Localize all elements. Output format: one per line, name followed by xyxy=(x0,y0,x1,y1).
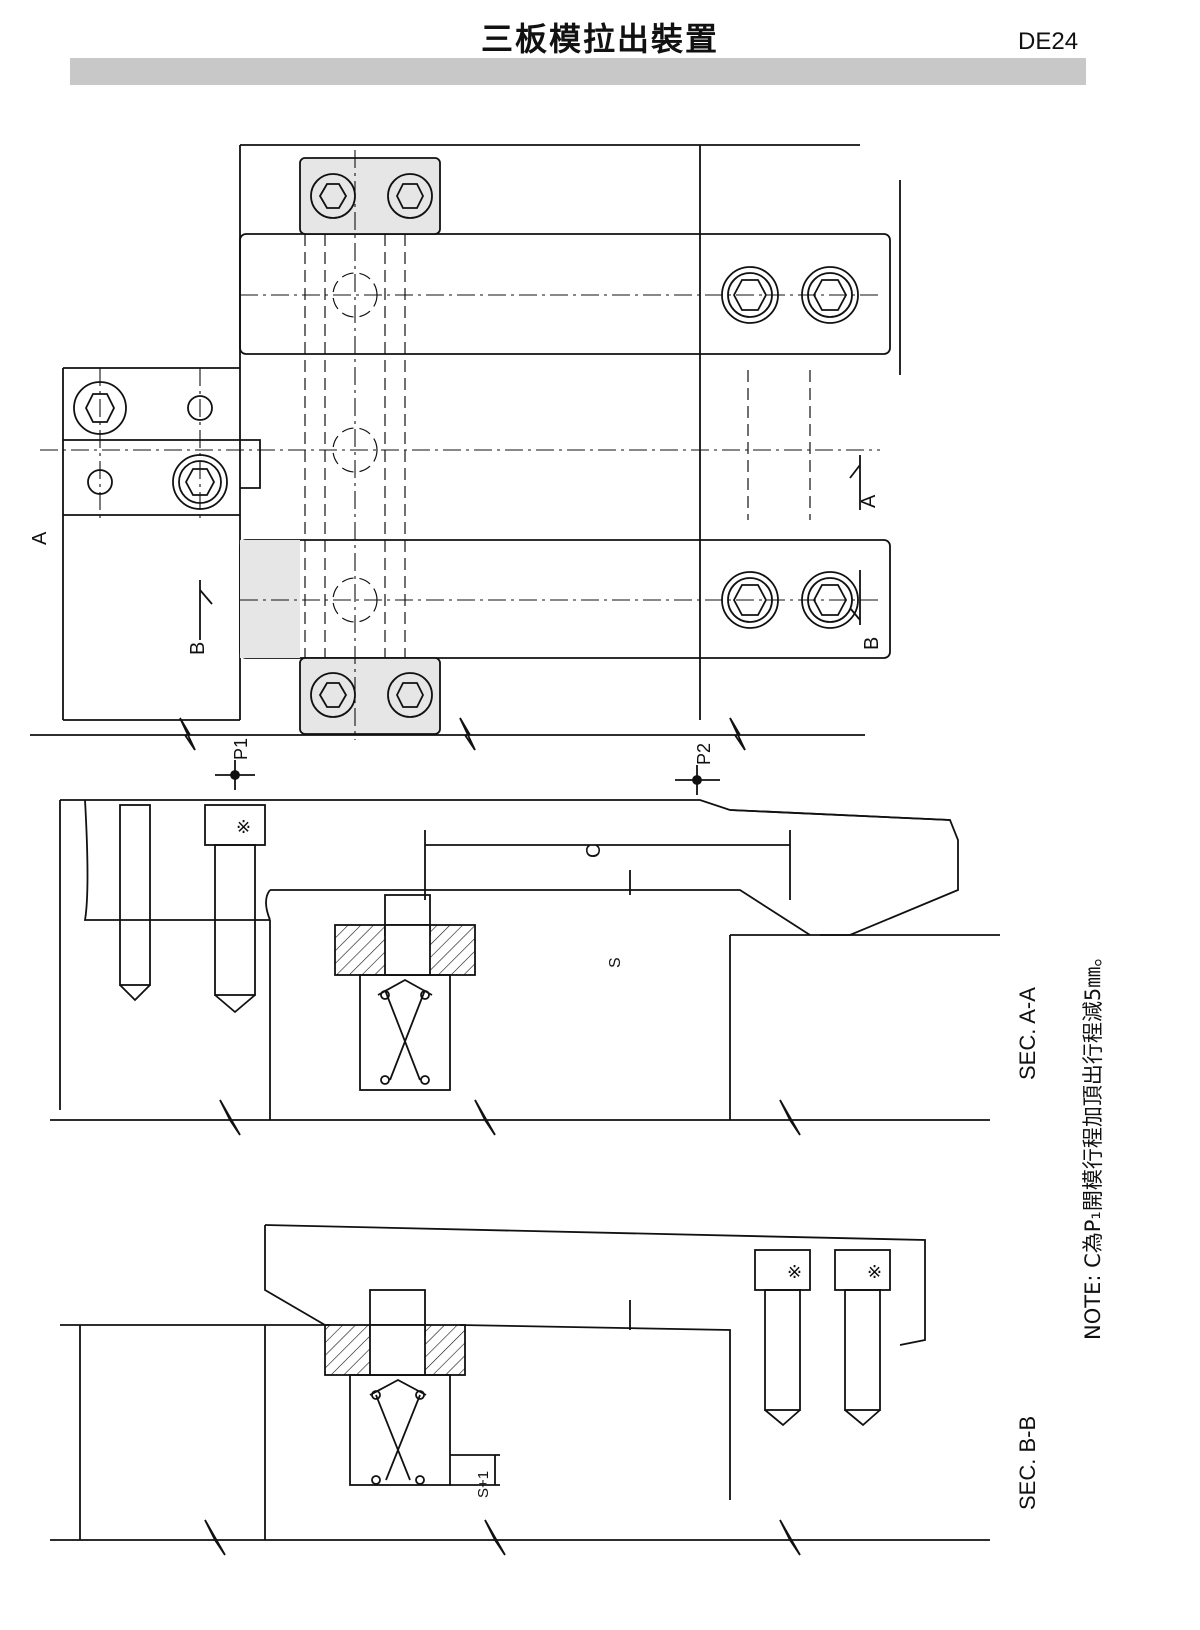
screw-heads xyxy=(73,173,859,718)
top-view xyxy=(30,144,901,751)
label-p2: P2 xyxy=(694,743,714,765)
technical-drawing: A A B B P1 P2 C S S+1 ※ ※ ※ SEC. A-A SEC… xyxy=(29,144,1105,1556)
section-a-a-label: SEC. A-A xyxy=(1015,987,1040,1080)
drawing-labels: A A B B P1 P2 C S S+1 ※ ※ ※ SEC. A-A SEC… xyxy=(29,494,1105,1510)
label-s-plus-1: S+1 xyxy=(475,1471,492,1498)
header-bar xyxy=(70,58,1086,85)
label-b-right: B xyxy=(861,637,883,650)
label-a-left: A xyxy=(29,531,51,545)
mark-pin-2: ※ xyxy=(787,1262,802,1283)
mark-pin-1: ※ xyxy=(236,817,251,838)
label-b-left: B xyxy=(187,642,209,655)
label-a-right: A xyxy=(858,494,880,508)
page-header: 三板模拉出裝置 DE24 xyxy=(0,0,1200,90)
page-title: 三板模拉出裝置 xyxy=(480,20,719,58)
drawing-code: DE24 xyxy=(1018,28,1079,55)
mark-pin-3: ※ xyxy=(867,1262,882,1283)
section-b-b xyxy=(50,1224,990,1556)
section-b-b-label: SEC. B-B xyxy=(1015,1416,1040,1510)
label-p1: P1 xyxy=(231,738,251,760)
label-c: C xyxy=(583,844,605,858)
label-s: S xyxy=(607,957,624,968)
note-text: NOTE: C為P₁開模行程加頂出行程減5㎜。 xyxy=(1081,946,1105,1340)
section-a-a xyxy=(50,760,1000,1136)
